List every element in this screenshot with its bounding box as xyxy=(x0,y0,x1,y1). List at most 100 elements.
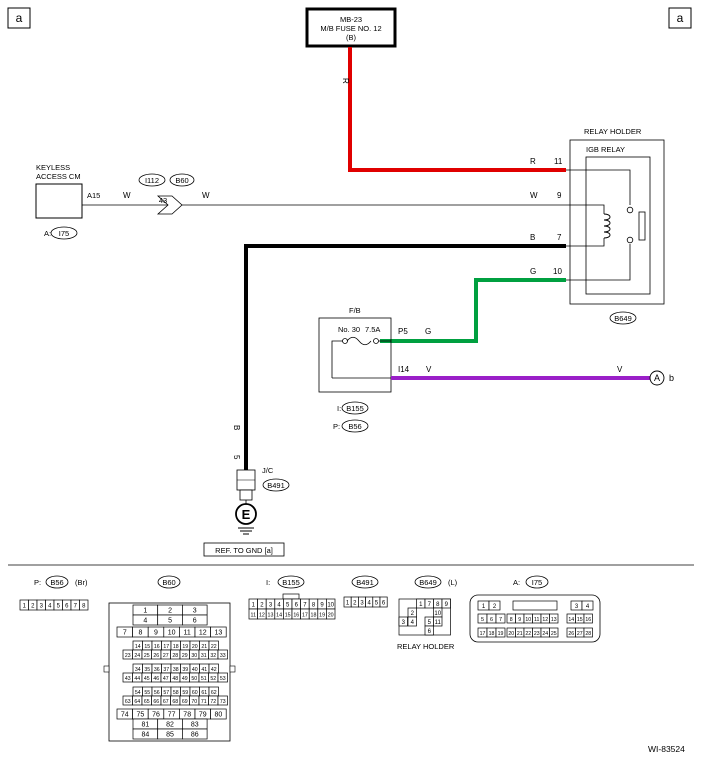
pin-number: 4 xyxy=(277,602,281,608)
inline-connector-i112-b60: I112 B60 43 xyxy=(138,173,195,215)
pin-number: 54 xyxy=(135,690,141,696)
pin-number: 47 xyxy=(163,676,169,682)
svg-text:KEYLESS: KEYLESS xyxy=(36,163,70,172)
pin-number: 10 xyxy=(327,602,334,608)
fuse-box-fb: F/B No. 30 7.5A I: B155 P: B56 xyxy=(318,306,392,433)
pin-number: 66 xyxy=(153,699,159,705)
pin-cell xyxy=(407,616,417,627)
svg-text:9: 9 xyxy=(557,191,562,200)
pin-number: 26 xyxy=(153,653,159,659)
pin-number: 3 xyxy=(193,607,197,614)
pin-number: 5 xyxy=(168,617,172,624)
pin-number: 7 xyxy=(74,603,78,609)
pin-number: 9 xyxy=(445,602,449,608)
pin-number: 79 xyxy=(199,711,207,718)
svg-text:P5: P5 xyxy=(398,327,408,336)
svg-text:G: G xyxy=(530,267,536,276)
pin-number: 1 xyxy=(419,602,423,608)
pin-number: 8 xyxy=(436,602,440,608)
pin-number: 1 xyxy=(252,602,256,608)
connector-key-slot xyxy=(512,600,558,611)
svg-text:IGB RELAY: IGB RELAY xyxy=(586,145,625,154)
junction-connector-ground: J/C B491 E REF. TO GND [a] xyxy=(203,466,290,557)
pin-number: 2 xyxy=(168,607,172,614)
figure-id: WI-83524 xyxy=(648,744,685,754)
pin-number: 21 xyxy=(201,644,207,650)
svg-text:7: 7 xyxy=(557,233,562,242)
svg-text:b: b xyxy=(669,373,674,383)
pin-number: 23 xyxy=(534,631,540,637)
pin-cell xyxy=(210,626,227,638)
svg-text:(Br): (Br) xyxy=(75,578,88,587)
pin-number: 45 xyxy=(144,676,150,682)
svg-text:R: R xyxy=(341,78,350,84)
pin-number: 55 xyxy=(144,690,150,696)
pin-number: 50 xyxy=(191,676,197,682)
pin-number: 19 xyxy=(319,612,325,618)
svg-text:W: W xyxy=(202,191,210,200)
pin-number: 10 xyxy=(168,629,176,636)
pin-number: 1 xyxy=(346,600,350,606)
pin-cell xyxy=(217,695,228,706)
pin-cell xyxy=(495,627,506,638)
svg-text:(L): (L) xyxy=(448,578,458,587)
pin-number: 7 xyxy=(123,629,127,636)
pin-number: 8 xyxy=(138,629,142,636)
pin-number: 60 xyxy=(192,690,198,696)
pin-number: 33 xyxy=(220,653,226,659)
pin-number: 8 xyxy=(510,617,513,623)
pin-number: 25 xyxy=(144,653,150,659)
svg-text:10: 10 xyxy=(553,267,562,276)
pin-number: 7 xyxy=(499,617,502,623)
svg-text:B: B xyxy=(232,425,241,430)
pin-number: 81 xyxy=(141,721,149,728)
svg-text:RELAY HOLDER: RELAY HOLDER xyxy=(397,642,455,651)
wire-violet: I14 V V A b xyxy=(391,365,674,386)
pin-number: 53 xyxy=(220,676,226,682)
svg-text:B: B xyxy=(530,233,535,242)
svg-text:RELAY HOLDER: RELAY HOLDER xyxy=(584,127,642,136)
svg-text:a: a xyxy=(16,11,23,25)
svg-text:I75: I75 xyxy=(59,229,69,238)
pin-number: 86 xyxy=(191,731,199,738)
pin-number: 4 xyxy=(411,620,415,626)
relay-holder: RELAY HOLDER IGB RELAY B649 xyxy=(566,127,665,325)
wire-black: B 7 B 5 xyxy=(232,233,566,470)
pin-number: 83 xyxy=(191,721,199,728)
pin-number: 18 xyxy=(173,644,179,650)
wire-white: W W W 9 xyxy=(82,191,566,206)
pin-number: 44 xyxy=(134,676,140,682)
svg-text:I75: I75 xyxy=(532,578,542,587)
pin-number: 1 xyxy=(23,603,27,609)
pin-number: 14 xyxy=(135,644,141,650)
pin-number: 20 xyxy=(508,631,514,637)
svg-text:REF. TO GND [a]: REF. TO GND [a] xyxy=(215,546,273,555)
svg-text:B491: B491 xyxy=(356,578,374,587)
pin-cell xyxy=(379,596,388,608)
pin-number: 13 xyxy=(551,617,557,623)
svg-text:5: 5 xyxy=(232,455,241,460)
pin-number: 42 xyxy=(211,667,217,673)
svg-text:No. 30: No. 30 xyxy=(338,325,360,334)
pin-cell xyxy=(583,613,593,624)
pin-number: 62 xyxy=(211,690,217,696)
svg-text:V: V xyxy=(617,365,623,374)
pin-number: 68 xyxy=(172,699,178,705)
pin-number: 61 xyxy=(201,690,207,696)
pin-number: 41 xyxy=(201,667,207,673)
pin-number: 11 xyxy=(184,629,191,636)
pin-number: 7 xyxy=(303,602,307,608)
pin-number: 6 xyxy=(382,600,386,606)
pin-number: 22 xyxy=(211,644,217,650)
svg-text:B491: B491 xyxy=(267,481,285,490)
pin-number: 16 xyxy=(293,612,299,618)
pin-number: 11 xyxy=(251,612,257,618)
svg-text:M/B FUSE NO. 12: M/B FUSE NO. 12 xyxy=(320,24,381,33)
pin-cell xyxy=(398,616,408,627)
svg-text:E: E xyxy=(242,507,251,522)
svg-text:a: a xyxy=(677,11,684,25)
pin-number: 63 xyxy=(125,699,131,705)
pin-number: 39 xyxy=(182,667,188,673)
